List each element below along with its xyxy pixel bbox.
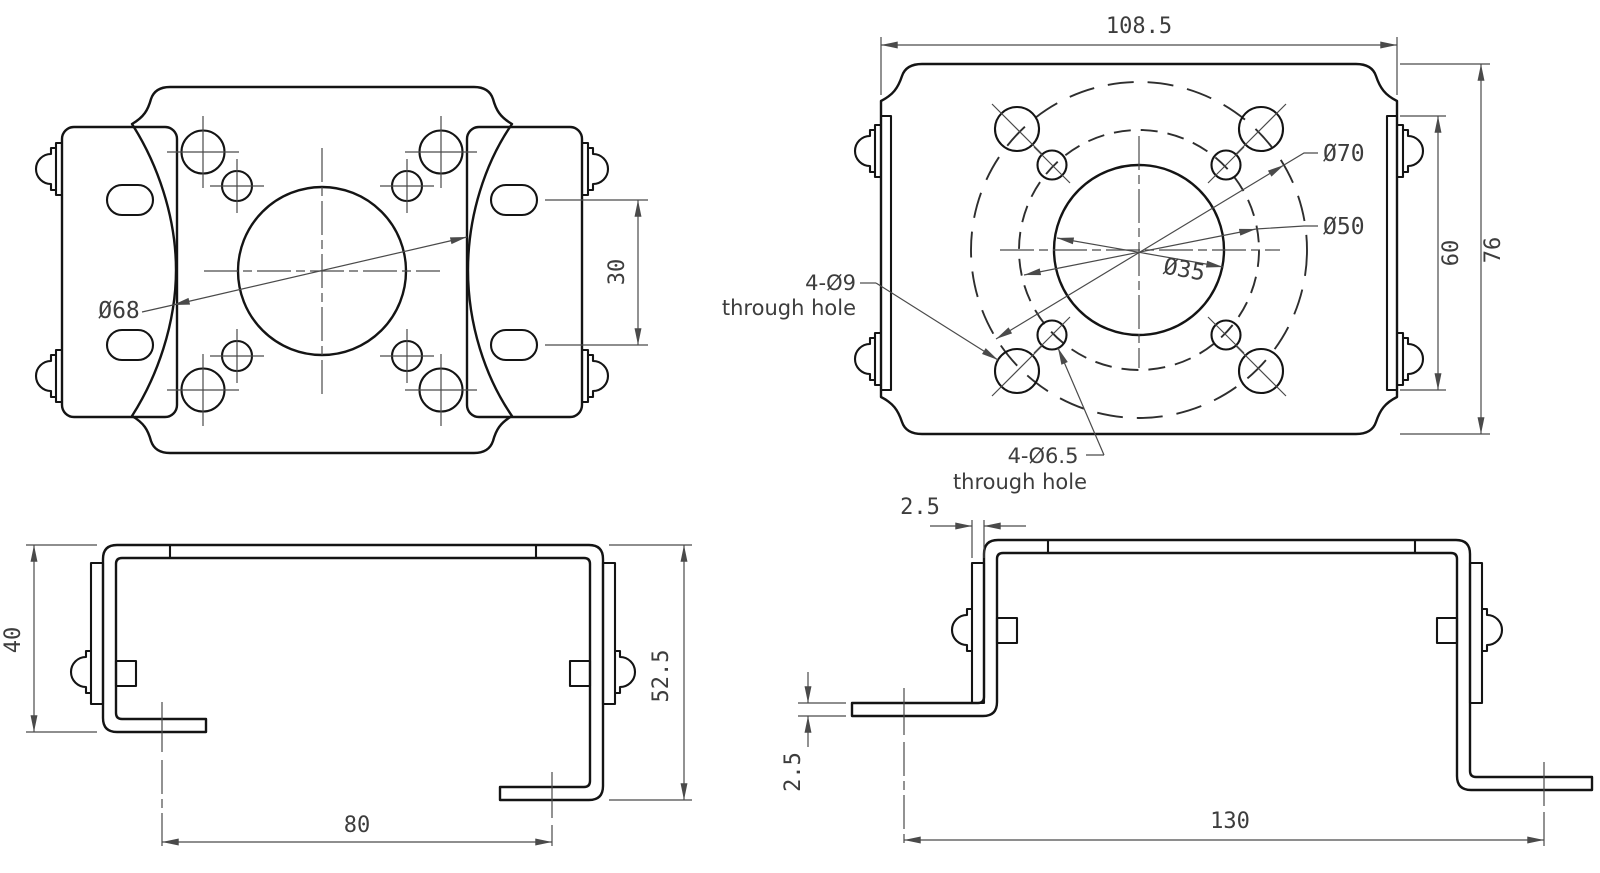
dim-60-label: 60 — [1439, 240, 1464, 267]
dim-80: 80 — [162, 813, 552, 846]
dim-2-5-top: 2.5 — [900, 495, 1026, 558]
right-tab-screw — [1435, 561, 1503, 705]
view-bottom-left-elevation: 40 52.5 80 — [1, 543, 692, 846]
large-holes — [991, 103, 1287, 397]
large-holes — [167, 116, 477, 426]
bolt-circle-70 — [970, 81, 1308, 419]
dim-2-5-foot: 2.5 — [781, 672, 846, 792]
slot — [489, 183, 539, 217]
note-small-holes: 4-Ø6.5 through hole — [953, 347, 1105, 494]
right-tab-screw — [568, 561, 636, 706]
note-large-holes-line1: 4-Ø9 — [805, 271, 856, 295]
dim-76-label: 76 — [1481, 237, 1506, 264]
dim-dia68-label: Ø68 — [98, 298, 140, 324]
dim-108-5-label: 108.5 — [1106, 14, 1172, 39]
dim-2-5-foot-label: 2.5 — [781, 752, 806, 792]
dim-130: 130 — [904, 809, 1544, 844]
view-top-right-plan: Ø70 Ø50 Ø35 108.5 60 — [722, 14, 1506, 494]
note-large-holes: 4-Ø9 through hole — [722, 271, 999, 361]
dim-76: 76 — [1400, 63, 1506, 435]
dim-dia35: Ø35 — [1056, 237, 1224, 287]
plate-seam-ticks — [1046, 540, 1417, 553]
body-outline — [130, 85, 514, 455]
side-plate-edge-left — [881, 114, 893, 392]
dim-52-5: 52.5 — [609, 544, 692, 801]
dim-80-label: 80 — [344, 813, 371, 838]
left-side-plate — [60, 125, 179, 419]
slot — [105, 183, 155, 217]
dim-130-label: 130 — [1210, 809, 1250, 834]
dim-40: 40 — [1, 544, 97, 733]
screw-heads-right — [1397, 123, 1424, 387]
bracket-profile — [101, 543, 605, 802]
small-holes — [210, 159, 434, 383]
screw-heads-left — [35, 141, 62, 404]
dim-dia70-label: Ø70 — [1323, 141, 1365, 167]
dim-52-5-label: 52.5 — [649, 650, 674, 703]
right-side-plate — [465, 125, 584, 419]
dim-dia35-label: Ø35 — [1162, 254, 1207, 287]
plate-seam-ticks — [168, 545, 538, 558]
left-tab-screw — [951, 561, 1019, 705]
dim-30-label: 30 — [605, 259, 630, 286]
side-plate-edge-right — [1385, 114, 1397, 392]
note-small-holes-line2: through hole — [953, 470, 1087, 494]
screw-heads-left — [854, 123, 881, 387]
view-top-left-plan: Ø68 30 — [35, 85, 648, 455]
foot-centerline-ext — [903, 742, 1545, 848]
view-bottom-right-elevation: 2.5 2.5 130 — [781, 495, 1594, 848]
dim-dia68: Ø68 — [98, 236, 468, 324]
note-large-holes-line2: through hole — [722, 296, 856, 320]
dim-dia70: Ø70 — [995, 141, 1365, 340]
screw-heads-right — [582, 141, 609, 404]
dim-dia50-label: Ø50 — [1323, 214, 1365, 240]
left-tab-screw — [70, 561, 138, 706]
dim-2-5-top-label: 2.5 — [900, 495, 940, 520]
dim-60: 60 — [1400, 115, 1464, 391]
slot — [489, 328, 539, 362]
body-outline — [879, 62, 1399, 436]
dim-30: 30 — [545, 199, 648, 346]
slot — [105, 328, 155, 362]
dim-108-5: 108.5 — [880, 14, 1398, 95]
dim-40-label: 40 — [1, 627, 26, 654]
note-small-holes-line1: 4-Ø6.5 — [1008, 444, 1079, 468]
